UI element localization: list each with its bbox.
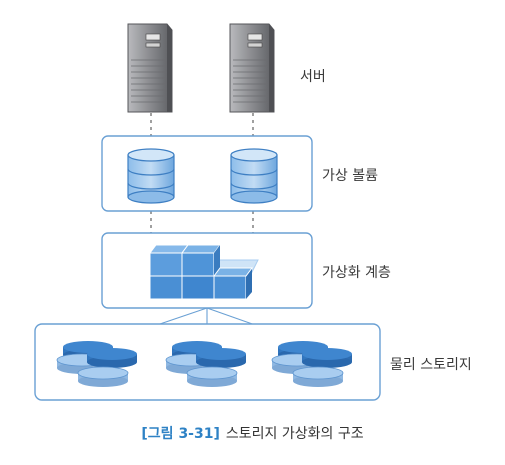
disk <box>87 348 137 368</box>
figure-number: [그림 3-31] <box>141 426 220 442</box>
physical-storage-label: 물리 스토리지 <box>390 357 472 373</box>
disk <box>186 366 238 387</box>
figure-title: 스토리지 가상화의 구조 <box>225 426 364 442</box>
disk <box>77 366 129 387</box>
virtual-volume-label: 가상 볼륨 <box>322 168 378 184</box>
disk-group-left <box>56 341 137 387</box>
disk-group-middle <box>165 341 246 387</box>
disk <box>196 348 246 368</box>
volume-cylinder-left <box>127 148 175 204</box>
server-label: 서버 <box>300 69 326 85</box>
disk-group-right <box>271 341 352 387</box>
server-left <box>127 23 173 113</box>
server-right <box>229 23 275 113</box>
virtualization-layer-label: 가상화 계층 <box>322 265 391 281</box>
virtualization-cubes <box>149 244 259 300</box>
disk <box>292 366 344 387</box>
figure-caption: [그림 3-31] 스토리지 가상화의 구조 <box>0 423 505 443</box>
volume-cylinder-right <box>230 148 278 204</box>
disk <box>302 348 352 368</box>
